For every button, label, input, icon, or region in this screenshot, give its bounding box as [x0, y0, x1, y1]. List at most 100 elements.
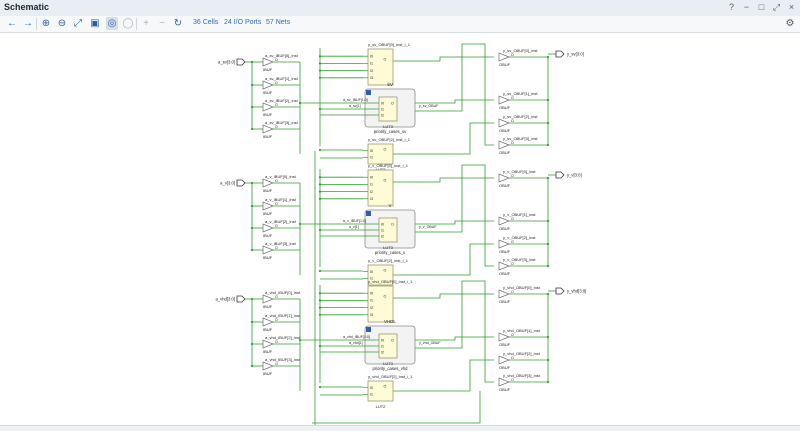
hier-in-net-label[interactable]: a_sv[1]: [349, 104, 361, 108]
lut-type-label[interactable]: LUT3: [383, 361, 394, 366]
ibuf-inst-label[interactable]: a_sv_IBUF[2]_inst: [265, 98, 299, 103]
lut-inst-label[interactable]: y_vhd_OBUF[0]_inst_i_1: [368, 279, 413, 284]
hier-in-net-label[interactable]: a_v[1]: [349, 225, 359, 229]
zoom-out-icon[interactable]: ⊖: [57, 18, 67, 29]
lut-type-label[interactable]: LUT2: [376, 404, 387, 409]
hier-in-net-label[interactable]: a_vhd[1]: [349, 341, 363, 345]
io-ports-link[interactable]: 24 I/O Ports: [224, 19, 262, 26]
obuf-inst-label[interactable]: y_vhd_OBUF[1]_inst: [503, 328, 541, 333]
lut-cell[interactable]: [367, 285, 394, 323]
cells-link[interactable]: 36 Cells: [193, 19, 219, 26]
input-port-label[interactable]: a_v[3:0]: [220, 181, 235, 186]
nets-link[interactable]: 57 Nets: [266, 19, 291, 26]
ibuf-inst-label[interactable]: a_v_IBUF[0]_inst: [265, 174, 297, 179]
pin-label: I0: [381, 222, 384, 226]
input-port[interactable]: [236, 295, 246, 303]
lut-cell[interactable]: [367, 380, 394, 402]
obuf-inst-label[interactable]: y_vhd_OBUF[0]_inst: [503, 285, 541, 290]
close-button[interactable]: ×: [788, 2, 795, 12]
input-port-label[interactable]: a_sv[3:0]: [218, 60, 235, 65]
output-port-label[interactable]: y_sv[3:0]: [567, 52, 584, 57]
schematic-diagram[interactable]: a_sv[3:0]a_sv_IBUF[0]_instOIBUFa_sv_IBUF…: [0, 33, 800, 425]
fit-selection-icon[interactable]: ▣: [90, 18, 100, 29]
output-port[interactable]: [555, 50, 565, 58]
obuf-inst-label[interactable]: y_v_OBUF[3]_inst: [503, 257, 536, 262]
collapse-icon[interactable]: −: [159, 18, 165, 29]
pin-label: I2: [370, 190, 373, 194]
hier-out-net-label[interactable]: y_v_OBUF: [419, 225, 437, 229]
lut-type-label[interactable]: LUT3: [383, 124, 394, 129]
gear-icon[interactable]: ⚙: [785, 18, 795, 29]
expand-icon[interactable]: +: [143, 18, 149, 29]
ibuf-inst-label[interactable]: a_sv_IBUF[1]_inst: [265, 76, 299, 81]
lut-cell[interactable]: [367, 169, 394, 207]
restore-button[interactable]: □: [758, 2, 765, 12]
forward-arrow-icon[interactable]: →: [23, 18, 33, 29]
output-port-label[interactable]: y_vhd[3:0]: [567, 289, 586, 294]
hier-out-net-label[interactable]: y_sv_OBUF: [419, 104, 439, 108]
lut-type-label[interactable]: LUT3: [383, 245, 394, 250]
input-port[interactable]: [236, 179, 246, 187]
back-arrow-icon[interactable]: ←: [7, 18, 17, 29]
lut-inst-label[interactable]: y_sv_OBUF[0]_inst_i_1: [368, 42, 411, 47]
hier-in-net-label[interactable]: a_v_IBUF[1:0]: [343, 219, 366, 223]
ibuf-inst-label[interactable]: a_vhd_IBUF[3]_inst: [265, 357, 301, 362]
lut-inst-label[interactable]: y_v_OBUF[0]_inst_i_1: [368, 163, 409, 168]
hier-instance-label[interactable]: V: [389, 203, 392, 208]
hier-badge-icon[interactable]: [366, 90, 371, 95]
auto-fit-icon[interactable]: ◎: [106, 17, 118, 30]
obuf-inst-label[interactable]: y_v_OBUF[1]_inst: [503, 212, 536, 217]
zoom-fit-icon[interactable]: ⤢: [74, 18, 82, 29]
obuf-inst-label[interactable]: y_sv_OBUF[2]_inst: [503, 114, 538, 119]
obuf-type-label: OBUF: [499, 150, 511, 155]
hier-out-net-label[interactable]: y_vhd_OBUF: [419, 341, 441, 345]
lut-inst-label[interactable]: y_v_OBUF[2]_inst_i_1: [368, 258, 409, 263]
ibuf-type-label: IBUF: [263, 112, 273, 117]
refresh-icon[interactable]: ↻: [173, 18, 183, 29]
lut-cell[interactable]: [367, 48, 394, 86]
hier-module-label[interactable]: priority_cases_sv: [374, 129, 407, 134]
hier-instance-label[interactable]: SV: [387, 82, 393, 87]
ibuf-inst-label[interactable]: a_vhd_IBUF[1]_inst: [265, 313, 301, 318]
obuf-inst-label[interactable]: y_sv_OBUF[1]_inst: [503, 91, 538, 96]
hier-badge-icon[interactable]: [366, 327, 371, 332]
ibuf-inst-label[interactable]: a_vhd_IBUF[0]_inst: [265, 290, 301, 295]
obuf-inst-label[interactable]: y_sv_OBUF[3]_inst: [503, 136, 538, 141]
input-port[interactable]: [236, 58, 246, 66]
obuf-inst-label[interactable]: y_vhd_OBUF[3]_inst: [503, 373, 541, 378]
ibuf-inst-label[interactable]: a_sv_IBUF[3]_inst: [265, 120, 299, 125]
output-port-label[interactable]: y_v[3:0]: [567, 173, 582, 178]
ibuf-inst-label[interactable]: a_v_IBUF[1]_inst: [265, 197, 297, 202]
float-button[interactable]: ⤢: [772, 2, 781, 12]
hier-badge-icon[interactable]: [366, 211, 371, 216]
pin-label: I2: [381, 113, 384, 117]
hier-module-label[interactable]: priority_cases_v: [375, 250, 406, 255]
net-junction: [318, 183, 322, 186]
ibuf-inst-label[interactable]: a_sv_IBUF[0]_inst: [265, 53, 299, 58]
obuf-inst-label[interactable]: y_v_OBUF[0]_inst: [503, 169, 536, 174]
lut-type-label[interactable]: LUT2: [376, 167, 387, 172]
lut-inst-label[interactable]: y_vhd_OBUF[2]_inst_i_1: [368, 374, 413, 379]
lut-cell[interactable]: [367, 143, 394, 165]
minimize-button[interactable]: −: [743, 2, 750, 12]
ibuf-inst-label[interactable]: a_v_IBUF[3]_inst: [265, 241, 297, 246]
output-port[interactable]: [555, 171, 565, 179]
input-port-label[interactable]: a_vhd[3:0]: [215, 297, 235, 302]
hier-in-net-label[interactable]: a_vhd_IBUF[1:0]: [343, 335, 370, 339]
obuf-inst-label[interactable]: y_v_OBUF[2]_inst: [503, 235, 536, 240]
hier-instance-label[interactable]: VHDL: [384, 319, 396, 324]
ibuf-inst-label[interactable]: a_vhd_IBUF[2]_inst: [265, 335, 301, 340]
lut-inst-label[interactable]: y_sv_OBUF[2]_inst_i_1: [368, 137, 411, 142]
net-junction: [250, 127, 254, 131]
obuf-inst-label[interactable]: y_sv_OBUF[0]_inst: [503, 48, 538, 53]
help-button[interactable]: ?: [728, 2, 734, 12]
hier-in-net-label[interactable]: a_sv_IBUF[1:0]: [343, 98, 368, 102]
output-port[interactable]: [555, 287, 565, 295]
regenerate-icon[interactable]: ◯: [122, 18, 134, 29]
net-junction: [318, 62, 322, 65]
zoom-in-icon[interactable]: ⊕: [41, 18, 51, 29]
ibuf-inst-label[interactable]: a_v_IBUF[2]_inst: [265, 219, 297, 224]
hier-module-label[interactable]: priority_cases_vhd: [373, 366, 409, 371]
obuf-inst-label[interactable]: y_vhd_OBUF[2]_inst: [503, 351, 541, 356]
